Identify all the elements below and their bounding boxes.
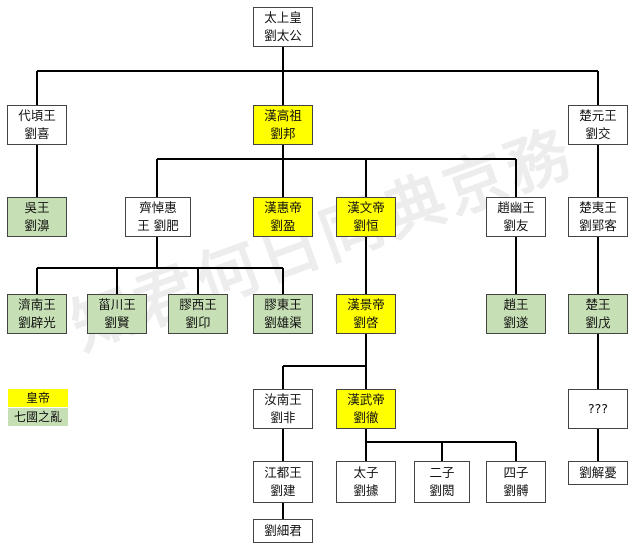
node-jingdi: 漢景帝 劉啓: [336, 294, 396, 334]
node-title: ???: [588, 401, 608, 416]
node-title: 吳王: [24, 200, 50, 215]
node-name: 劉邦: [270, 126, 296, 141]
node-wendi: 漢文帝 劉恒: [336, 197, 396, 237]
node-taizi: 太子 劉據: [336, 461, 396, 503]
node-name: 劉雄渠: [264, 315, 302, 330]
node-name: 劉辟光: [18, 315, 56, 330]
node-name: 劉盈: [270, 218, 296, 233]
node-name: 劉閎: [429, 483, 455, 498]
node-title: 江都王: [264, 465, 302, 480]
node-title: 漢高祖: [264, 108, 302, 123]
node-wudi: 漢武帝 劉徹: [336, 389, 396, 429]
node-liujieyou: 劉解憂: [568, 461, 628, 485]
node-title: 四子: [503, 465, 529, 480]
node-wuwang: 吳王 劉濞: [7, 197, 67, 237]
node-name: 劉賢: [104, 315, 130, 330]
node-name: 劉濞: [24, 218, 50, 233]
node-zichuan: 菑川王 劉賢: [87, 294, 147, 334]
node-name: 劉徹: [353, 410, 379, 425]
node-title: 漢景帝: [347, 297, 385, 312]
node-name: 劉郢客: [579, 218, 617, 233]
node-name: 劉太公: [264, 28, 302, 43]
node-title: 二子: [429, 465, 455, 480]
node-title: 楚王: [585, 297, 611, 312]
node-title: 太上皇: [264, 10, 302, 25]
node-name: 劉卬: [185, 315, 211, 330]
node-title: 菑川王: [98, 297, 136, 312]
node-name: 劉細君: [264, 523, 302, 538]
node-jiangdu: 江都王 劉建: [253, 461, 313, 503]
node-chuyuan: 楚元王 劉交: [568, 105, 628, 145]
node-runan: 汝南王 劉非: [253, 389, 313, 429]
node-name: 王 劉肥: [137, 218, 179, 233]
node-name: 劉喜: [24, 126, 50, 141]
node-title: 漢惠帝: [264, 200, 302, 215]
node-title: 汝南王: [264, 392, 302, 407]
node-name: 劉戊: [585, 315, 611, 330]
node-chuyi: 楚夷王 劉郢客: [568, 197, 628, 237]
node-erzi: 二子 劉閎: [414, 461, 470, 503]
node-title: 楚元王: [579, 108, 617, 123]
node-title: 膠東王: [264, 297, 302, 312]
node-title: 膠西王: [179, 297, 217, 312]
node-title: 漢文帝: [347, 200, 385, 215]
node-name: 劉友: [503, 218, 529, 233]
node-jiaodong: 膠東王 劉雄渠: [253, 294, 313, 334]
node-name: 劉髆: [503, 483, 529, 498]
legend-rebel: 七國之亂: [8, 408, 68, 426]
node-name: 劉交: [585, 126, 611, 141]
node-taishanghuang: 太上皇 劉太公: [253, 7, 313, 47]
node-liuxijun: 劉細君: [253, 519, 313, 543]
node-title: 濟南王: [18, 297, 56, 312]
node-title: 趙王: [503, 297, 529, 312]
node-title: 趙幽王: [497, 200, 535, 215]
node-sizi: 四子 劉髆: [486, 461, 546, 503]
node-title: 代頃王: [18, 108, 56, 123]
node-name: 劉解憂: [579, 465, 617, 480]
node-zhaoyou: 趙幽王 劉友: [486, 197, 546, 237]
node-title: 太子: [353, 465, 379, 480]
node-jiaoxi: 膠西王 劉卬: [168, 294, 228, 334]
node-title: 齊悼惠: [139, 200, 177, 215]
node-unknown: ???: [568, 389, 628, 429]
node-daiqing: 代頃王 劉喜: [7, 105, 67, 145]
node-name: 劉恒: [353, 218, 379, 233]
node-name: 劉啓: [353, 315, 379, 330]
node-title: 楚夷王: [579, 200, 617, 215]
node-name: 劉據: [353, 483, 379, 498]
node-name: 劉建: [270, 483, 296, 498]
node-zhaowang: 趙王 劉遂: [486, 294, 546, 334]
node-name: 劉非: [270, 410, 296, 425]
node-gaozu: 漢高祖 劉邦: [253, 105, 313, 145]
node-jinan: 濟南王 劉辟光: [7, 294, 67, 334]
node-qidaohui: 齊悼惠 王 劉肥: [125, 197, 191, 237]
legend-emperor: 皇帝: [8, 389, 68, 407]
node-chuwang: 楚王 劉戊: [568, 294, 628, 334]
node-huidi: 漢惠帝 劉盈: [253, 197, 313, 237]
node-name: 劉遂: [503, 315, 529, 330]
node-title: 漢武帝: [347, 392, 385, 407]
